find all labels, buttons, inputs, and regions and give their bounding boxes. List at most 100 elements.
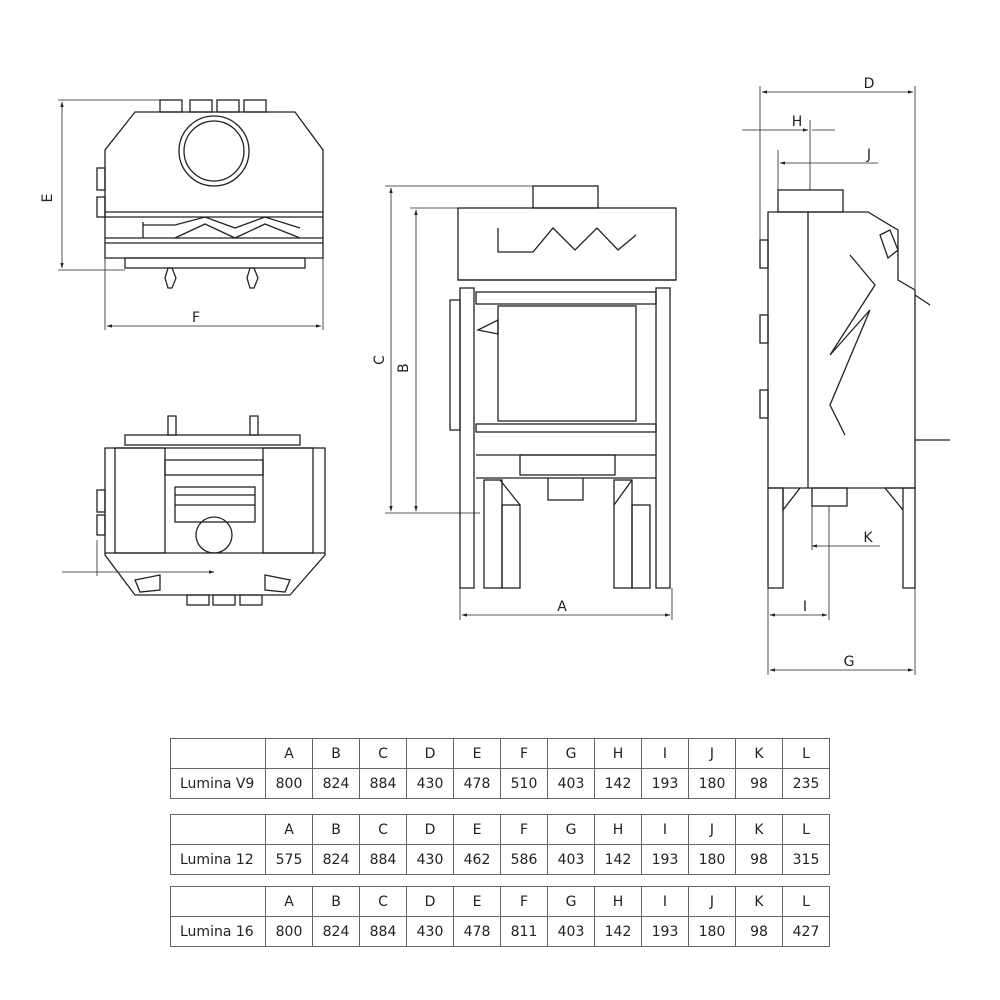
- header-cell: A: [265, 886, 313, 917]
- value-cell: 800: [265, 768, 313, 799]
- table-row: Lumina 12 575 824 884 430 462 586 403 14…: [170, 844, 830, 875]
- header-cell: K: [735, 814, 783, 845]
- technical-drawing: E F C B A D H J K I G: [40, 76, 950, 675]
- dim-label-e: E: [40, 194, 56, 203]
- header-cell: C: [359, 886, 407, 917]
- header-cell: F: [500, 814, 548, 845]
- value-cell: 180: [688, 916, 736, 947]
- header-cell: C: [359, 814, 407, 845]
- dim-label-d: D: [864, 76, 875, 92]
- value-cell: 824: [312, 916, 360, 947]
- value-cell: 180: [688, 768, 736, 799]
- header-cell: K: [735, 738, 783, 769]
- header-cell: C: [359, 738, 407, 769]
- dimension-table-lumina-v9: A B C D E F G H I J K L Lumina V9 800 82…: [170, 738, 830, 799]
- header-cell: L: [782, 738, 830, 769]
- top-view: [96, 99, 324, 289]
- dim-label-f: F: [192, 310, 200, 326]
- value-cell: 98: [735, 768, 783, 799]
- header-cell: J: [688, 886, 736, 917]
- model-name-cell: Lumina V9: [170, 768, 266, 799]
- value-cell: 142: [594, 916, 642, 947]
- value-cell: 142: [594, 768, 642, 799]
- dim-label-k: K: [863, 530, 873, 546]
- header-cell: I: [641, 738, 689, 769]
- dim-label-b: B: [396, 363, 412, 373]
- value-cell: 800: [265, 916, 313, 947]
- header-cell: I: [641, 814, 689, 845]
- header-cell: B: [312, 886, 360, 917]
- header-cell: L: [782, 886, 830, 917]
- header-cell: G: [547, 738, 595, 769]
- value-cell: 427: [782, 916, 830, 947]
- header-cell: J: [688, 814, 736, 845]
- side-view: [759, 189, 950, 589]
- value-cell: 478: [453, 916, 501, 947]
- header-cell: D: [406, 886, 454, 917]
- value-cell: 884: [359, 916, 407, 947]
- value-cell: 462: [453, 844, 501, 875]
- value-cell: 824: [312, 768, 360, 799]
- value-cell: 575: [265, 844, 313, 875]
- header-cell: J: [688, 738, 736, 769]
- value-cell: 510: [500, 768, 548, 799]
- value-cell: 235: [782, 768, 830, 799]
- table-header-row: A B C D E F G H I J K L: [170, 738, 830, 769]
- header-cell: D: [406, 814, 454, 845]
- dimension-table-lumina-16: A B C D E F G H I J K L Lumina 16 800 82…: [170, 886, 830, 947]
- value-cell: 586: [500, 844, 548, 875]
- dim-label-i: I: [803, 599, 807, 615]
- dimension-table-lumina-12: A B C D E F G H I J K L Lumina 12 575 82…: [170, 814, 830, 875]
- dim-label-h: H: [792, 114, 803, 130]
- value-cell: 403: [547, 768, 595, 799]
- table-row: Lumina 16 800 824 884 430 478 811 403 14…: [170, 916, 830, 947]
- header-cell: H: [594, 738, 642, 769]
- value-cell: 430: [406, 844, 454, 875]
- table-row: Lumina V9 800 824 884 430 478 510 403 14…: [170, 768, 830, 799]
- header-cell: H: [594, 886, 642, 917]
- header-cell: L: [782, 814, 830, 845]
- value-cell: 193: [641, 916, 689, 947]
- value-cell: 180: [688, 844, 736, 875]
- bottom-view: [96, 415, 326, 606]
- value-cell: 884: [359, 844, 407, 875]
- dim-label-g: G: [844, 654, 855, 670]
- value-cell: 315: [782, 844, 830, 875]
- value-cell: 403: [547, 844, 595, 875]
- dim-label-c: C: [372, 355, 388, 365]
- value-cell: 811: [500, 916, 548, 947]
- header-cell: F: [500, 738, 548, 769]
- header-cell: E: [453, 814, 501, 845]
- header-cell: B: [312, 738, 360, 769]
- dim-label-j: J: [866, 147, 871, 163]
- header-cell: F: [500, 886, 548, 917]
- table-corner-cell: [170, 886, 266, 917]
- value-cell: 884: [359, 768, 407, 799]
- header-cell: A: [265, 738, 313, 769]
- header-cell: B: [312, 814, 360, 845]
- table-corner-cell: [170, 738, 266, 769]
- header-cell: E: [453, 738, 501, 769]
- header-cell: E: [453, 886, 501, 917]
- header-cell: A: [265, 814, 313, 845]
- header-cell: D: [406, 738, 454, 769]
- value-cell: 824: [312, 844, 360, 875]
- value-cell: 430: [406, 916, 454, 947]
- value-cell: 430: [406, 768, 454, 799]
- value-cell: 98: [735, 916, 783, 947]
- header-cell: I: [641, 886, 689, 917]
- header-cell: K: [735, 886, 783, 917]
- dim-label-a: A: [557, 599, 567, 615]
- value-cell: 403: [547, 916, 595, 947]
- table-header-row: A B C D E F G H I J K L: [170, 886, 830, 917]
- value-cell: 98: [735, 844, 783, 875]
- header-cell: G: [547, 886, 595, 917]
- value-cell: 142: [594, 844, 642, 875]
- header-cell: G: [547, 814, 595, 845]
- value-cell: 193: [641, 844, 689, 875]
- value-cell: 193: [641, 768, 689, 799]
- model-name-cell: Lumina 16: [170, 916, 266, 947]
- model-name-cell: Lumina 12: [170, 844, 266, 875]
- header-cell: H: [594, 814, 642, 845]
- table-corner-cell: [170, 814, 266, 845]
